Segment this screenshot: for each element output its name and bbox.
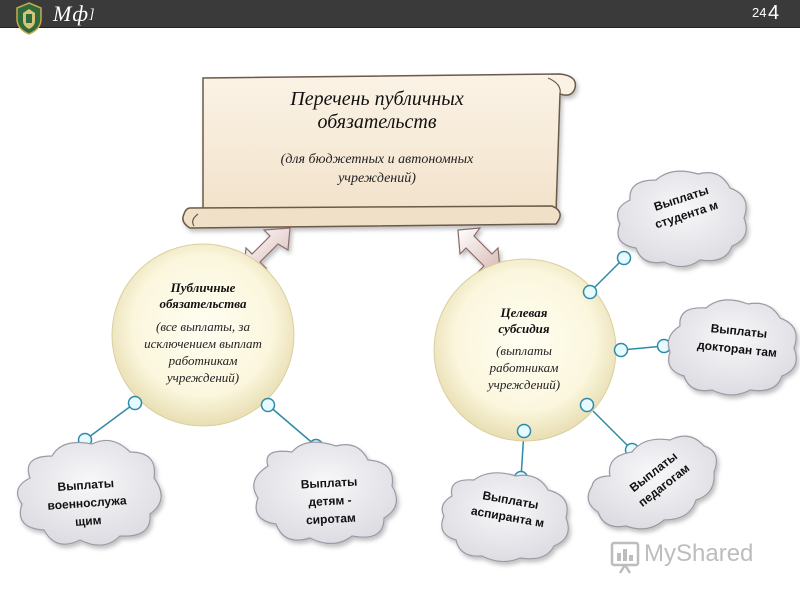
cloud-postgrad: [441, 472, 569, 563]
left-circle: [111, 243, 295, 427]
cloud-doctoral: [667, 299, 797, 396]
right-circle-title: Целевая субсидия: [498, 305, 550, 336]
connectors: [84, 257, 665, 479]
cloud-military: [16, 439, 162, 546]
cloud-teachers: [587, 435, 717, 530]
myshared-logo-icon: [610, 541, 640, 574]
cloud-military-label: Выплаты военнослужа щим: [47, 476, 127, 529]
cloud-students: [617, 170, 747, 268]
cloud-orphans: [253, 441, 398, 545]
left-circle-title: Публичные обязательства: [159, 280, 247, 311]
brand-logo-text: Мф]: [53, 1, 96, 26]
top-bar: [0, 0, 800, 28]
scroll-subtitle: (для бюджетных и автономных учреждений): [280, 152, 474, 186]
page-number: 4: [768, 2, 780, 24]
scroll-title: Перечень публичных обязательств: [290, 88, 464, 133]
right-circle-body: (выплаты работникам учреждений): [487, 343, 561, 392]
left-circle-body: (все выплаты, за исключением выплат рабо…: [144, 319, 262, 385]
watermark-text: MyShared: [644, 540, 754, 567]
page-number-small: 24: [752, 5, 767, 20]
ministry-emblem-icon: [16, 2, 42, 35]
scroll-banner: [182, 73, 577, 229]
cloud-orphans-label: Выплаты детям - сиротам: [300, 474, 358, 528]
